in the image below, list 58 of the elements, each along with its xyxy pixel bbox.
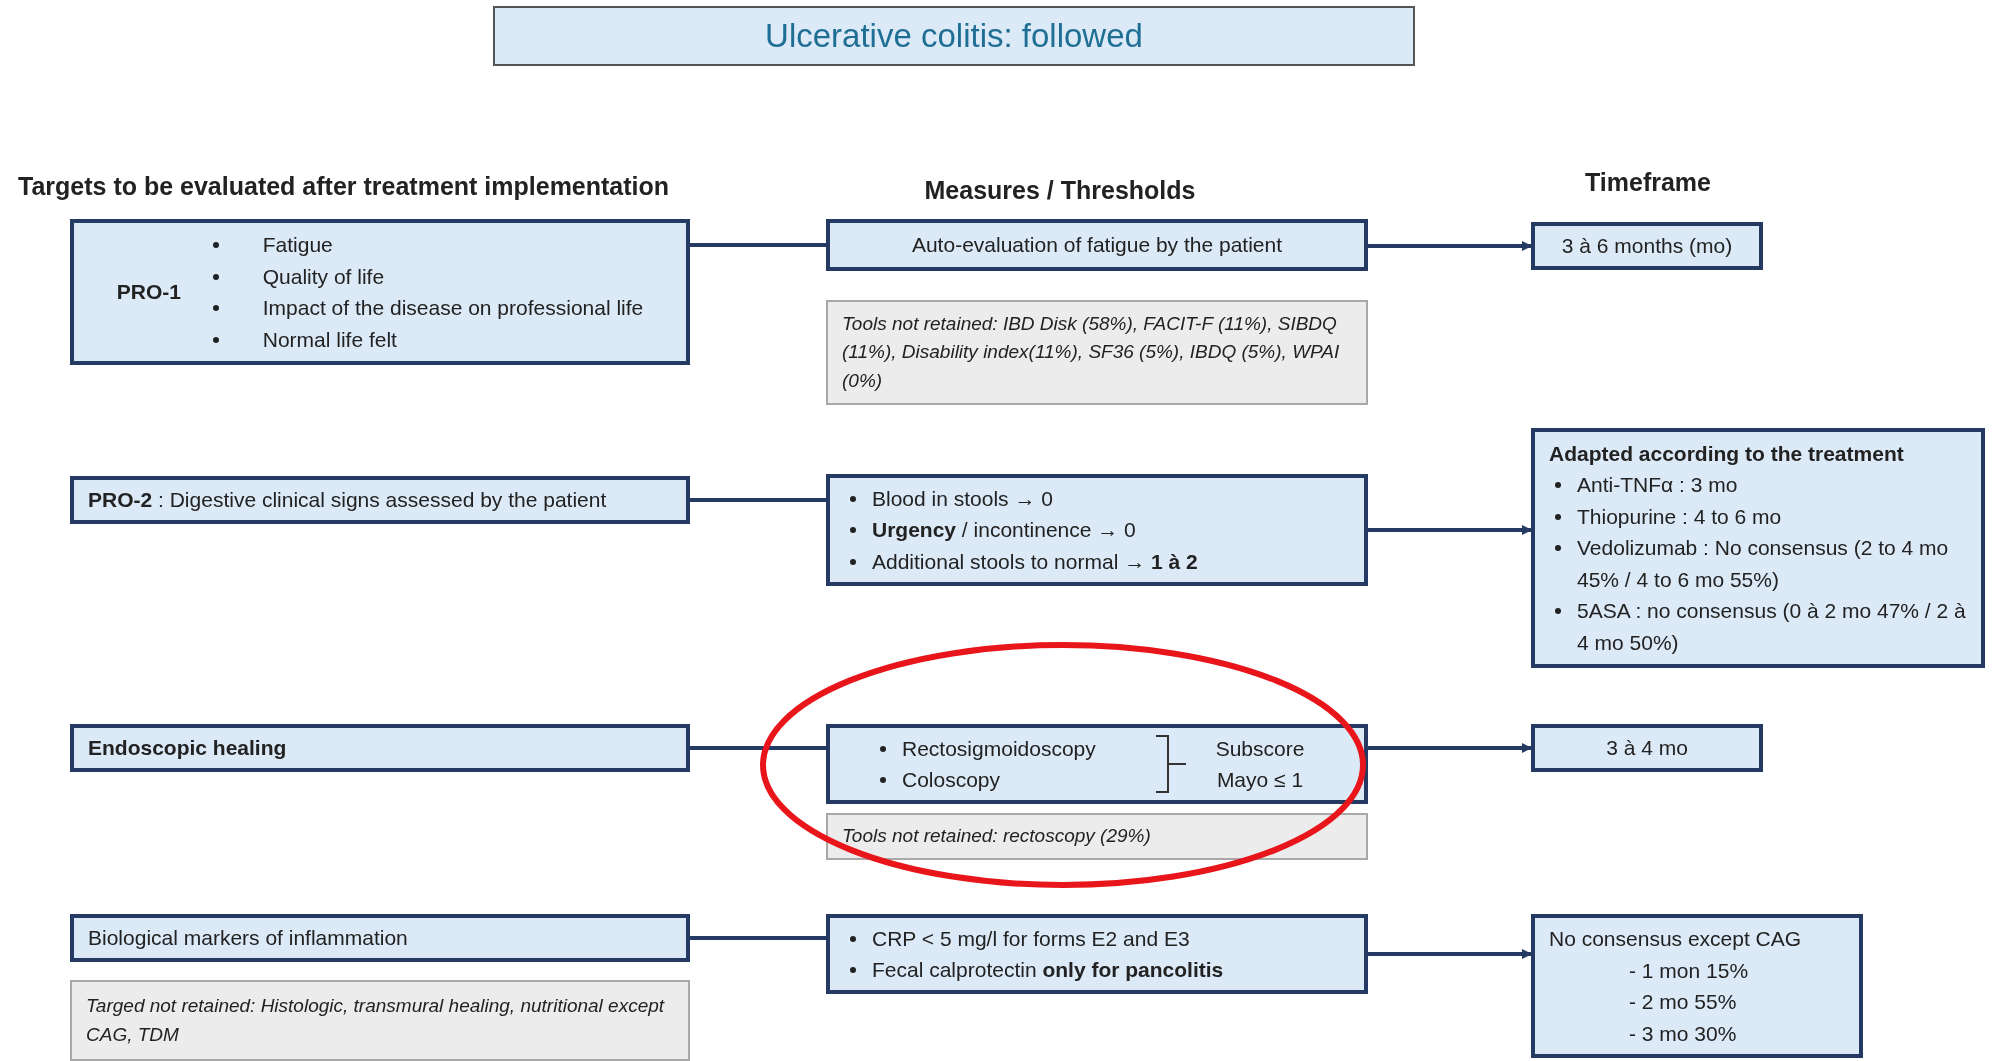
box-text: - 1 mon 15% xyxy=(1628,957,1750,984)
connector-line xyxy=(690,498,826,502)
note-box xyxy=(826,813,1368,860)
bullet-item: Vedolizumab : No consensus (2 to 4 mo 45% / 4 to 6 mo 55%) xyxy=(1577,535,1950,593)
process-box xyxy=(70,219,690,365)
box-text: - 2 mo 55% xyxy=(1628,989,1738,1015)
process-box xyxy=(1531,222,1763,270)
process-box xyxy=(1531,428,1985,668)
process-box xyxy=(1531,914,1863,1058)
bullet-item: Rectosigmoidoscopy xyxy=(902,735,1096,762)
column-heading: Measures / Thresholds xyxy=(924,176,1196,205)
process-box xyxy=(826,914,1368,994)
bullet-item: Anti-TNFα : 3 mo xyxy=(1577,472,1738,499)
bullet-item: Normal life felt xyxy=(262,326,397,353)
column-heading: Targets to be evaluated after treatment implementation xyxy=(18,172,670,201)
box-text: Tools not retained: rectoscopy (29%) xyxy=(842,824,1152,849)
bullet-item: Fecal calprotectin only for pancolitis xyxy=(872,957,1224,983)
bullet-item: Fatigue xyxy=(262,232,333,258)
bullet-item: Blood in stools → 0 xyxy=(872,485,1053,512)
bullet-item: CRP < 5 mg/l for forms E2 and E3 xyxy=(872,925,1190,952)
box-text: 3 à 4 mo xyxy=(1605,735,1689,762)
arrow xyxy=(1368,949,1532,959)
process-box xyxy=(70,476,690,524)
box-heading: PRO-1 xyxy=(116,279,182,306)
arrow xyxy=(1368,241,1532,251)
note-box xyxy=(70,980,690,1061)
bullet-item: Impact of the disease on professional life xyxy=(262,295,644,321)
process-box xyxy=(826,474,1368,586)
bullet-item: Additional stools to normal → 1 à 2 xyxy=(872,548,1198,575)
connector-line xyxy=(690,243,826,247)
box-heading: Endoscopic healing xyxy=(88,735,288,762)
bullet-item: Thiopurine : 4 to 6 mo xyxy=(1577,503,1782,530)
note-box xyxy=(826,300,1368,405)
process-box xyxy=(70,914,690,962)
bullet-item: Urgency / incontinence → 0 xyxy=(872,517,1136,544)
bullet-item: 5ASA : no consensus (0 à 2 mo 47% / 2 à 4 mo 50%) xyxy=(1577,598,1967,656)
arrow xyxy=(1368,525,1532,535)
box-text: Tools not retained: IBD Disk (58%), FACIT-F (11%), SIBDQ (11%), Disability index(11%), SF36 (5%), IBDQ (5%), WPAI (0%) xyxy=(842,311,1341,393)
bullet-item: Quality of life xyxy=(262,263,385,290)
connector-line xyxy=(690,936,826,940)
box-text: Targed not retained: Histologic, transmural healing, nutritional except CAG, TDM xyxy=(86,994,666,1047)
box-text: PRO-2 : Digestive clinical signs assessed by the patient xyxy=(88,487,608,514)
box-text: - 3 mo 30% xyxy=(1628,1020,1738,1047)
process-box xyxy=(70,724,690,772)
process-box xyxy=(826,724,1368,804)
box-text: Biological markers of inflammation xyxy=(88,925,409,952)
column-heading: Timeframe xyxy=(1585,168,1711,197)
box-text: No consensus except CAG xyxy=(1549,926,1803,952)
box-heading: Adapted according to the treatment xyxy=(1549,440,1905,467)
process-box xyxy=(1531,724,1763,772)
arrow xyxy=(1368,743,1532,753)
connector-line xyxy=(690,746,826,750)
box-text: 3 à 6 months (mo) xyxy=(1560,233,1734,260)
process-box xyxy=(826,219,1368,271)
box-text: Subscore Mayo ≤ 1 xyxy=(1214,735,1306,793)
bullet-item: Coloscopy xyxy=(902,767,1001,793)
box-text: Auto-evaluation of fatigue by the patient xyxy=(910,232,1284,259)
title-box: Ulcerative colitis: followed xyxy=(493,6,1415,66)
